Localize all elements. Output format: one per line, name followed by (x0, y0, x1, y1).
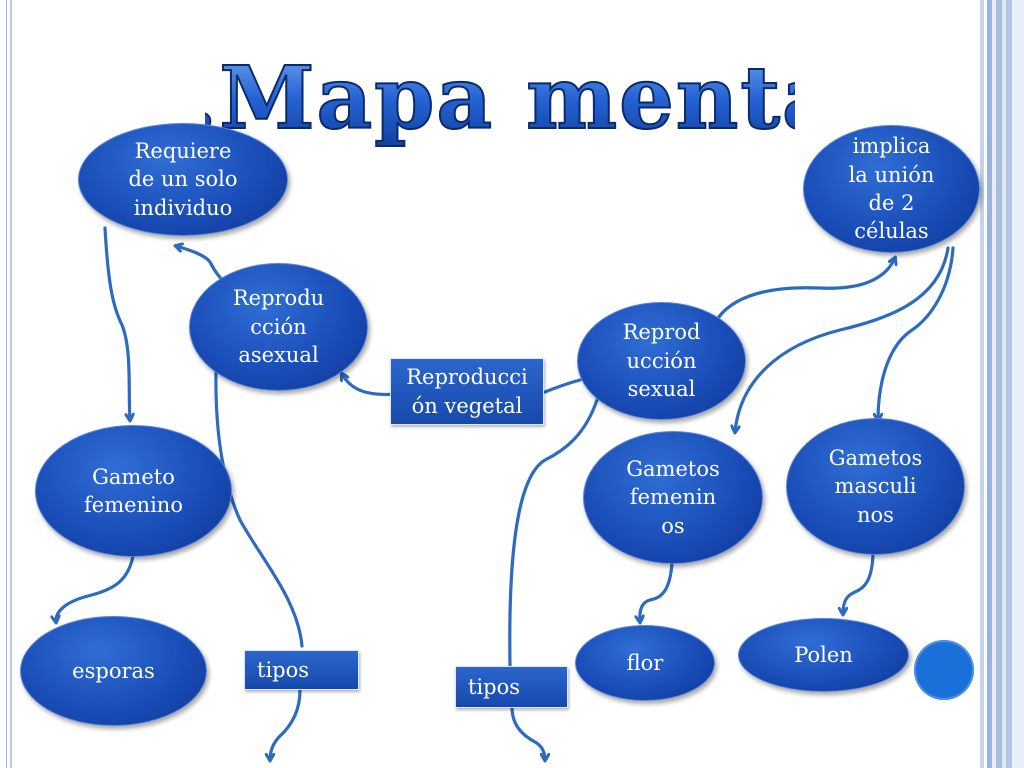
link-implica-gametos-fem (735, 246, 950, 432)
node-esporas: esporas (20, 616, 207, 726)
title-text: 3.Mapa mental (205, 52, 795, 147)
link-asexual-tipos (214, 368, 304, 648)
decorative-circle (914, 640, 974, 700)
link-gametos-fem-flor (640, 561, 674, 622)
node-implica: implica la unión de 2 células (803, 125, 980, 253)
node-reproduccion-asexual: Reprodu cción asexual (189, 263, 368, 391)
title: 3.Mapa mental (205, 52, 795, 147)
node-gameto-femenino: Gameto femenino (35, 425, 232, 557)
slide-right-border (976, 0, 1024, 768)
link-implica-gametos-masc (878, 246, 955, 420)
link-tipos1-down (270, 688, 302, 760)
node-polen: Polen (738, 618, 909, 692)
node-gametos-femeninos: Gametos femenin os (583, 431, 763, 564)
node-tipos-2: tipos (455, 666, 568, 708)
node-reproduccion-vegetal: Reproducci ón vegetal (390, 358, 544, 425)
node-reproduccion-sexual: Reprod ucción sexual (577, 302, 746, 420)
node-flor: flor (575, 625, 715, 701)
node-tipos-1: tipos (244, 650, 359, 690)
node-requiere: Requiere de un solo individuo (78, 123, 288, 236)
link-sexual-implica (716, 258, 895, 320)
link-sexual-tipos (508, 398, 599, 667)
link-gameto-esporas (56, 554, 135, 622)
slide-left-border (6, 0, 12, 768)
link-gametos-masc-polen (843, 552, 875, 614)
link-tipos2-down (510, 705, 545, 760)
link-requiere-gameto (103, 226, 130, 420)
node-gametos-masculinos: Gametos masculi nos (786, 418, 965, 555)
link-sexual-vegetal (543, 378, 582, 394)
